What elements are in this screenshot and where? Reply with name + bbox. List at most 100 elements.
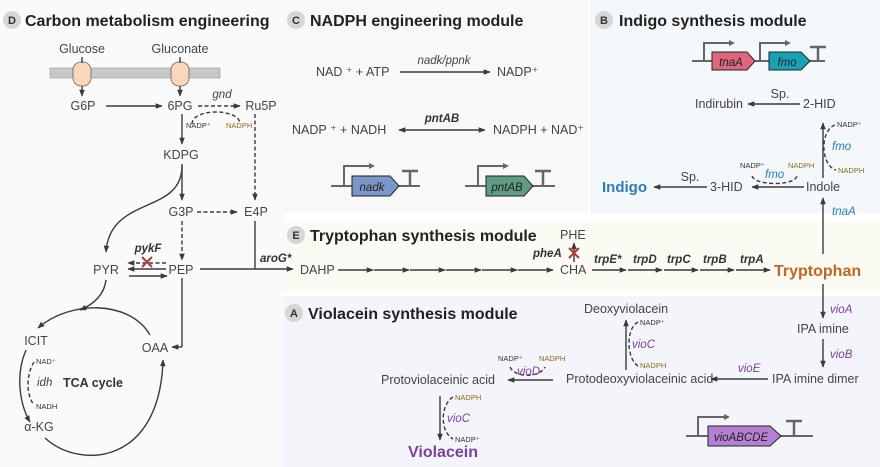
vioabcde-gene-cassette: vioABCDE xyxy=(686,414,813,447)
vioabcde-gene-label: vioABCDE xyxy=(714,432,769,444)
nad-plus-label: NAD⁺ xyxy=(36,357,56,366)
badge-b-label: B xyxy=(600,15,608,27)
fmo-nadp-plus-label-horizontal: NADP⁺ xyxy=(740,161,765,170)
fmo-nadph-label-horizontal: NADPH xyxy=(788,161,814,170)
badge-b xyxy=(595,11,613,29)
nadph-label: NADPH xyxy=(226,121,252,130)
fmo-label-horizontal: fmo xyxy=(765,169,785,181)
nadp-plus-label: NADP⁺ xyxy=(186,121,211,130)
badge-c xyxy=(287,11,305,29)
badge-a-label: A xyxy=(290,308,298,320)
protodeoxyviolaceinic-acid-label: Protodeoxyviolaceinic acid xyxy=(566,372,713,386)
oaa-label: OAA xyxy=(142,341,169,355)
reaction1-enzyme: nadk/ppnk xyxy=(417,55,471,67)
viod-nadph-label: NADPH xyxy=(539,354,565,363)
panel-d: D Carbon metabolism engineering Glucose … xyxy=(3,11,294,456)
panel-b-background xyxy=(590,0,880,213)
pntab-gene-cassette: pntAB xyxy=(465,163,555,197)
panel-a-title: Violacein synthesis module xyxy=(308,306,518,323)
3-hid-label: 3-HID xyxy=(710,180,743,194)
icit-label: ICIT xyxy=(24,334,48,348)
indole-label: Indole xyxy=(806,180,840,194)
tca-cycle-label: TCA cycle xyxy=(63,376,123,390)
indirubin-label: Indirubin xyxy=(695,97,743,111)
panel-a-background xyxy=(283,296,880,467)
cha-label: CHA xyxy=(560,263,587,277)
pykf-label: pykF xyxy=(134,243,163,255)
vioc-label-lower: vioC xyxy=(447,413,471,425)
tnaa-label: tnaA xyxy=(832,206,856,218)
protoviolaceinic-acid-label: Protoviolaceinic acid xyxy=(381,373,495,387)
gnd-label: gnd xyxy=(212,89,232,101)
nadh-label: NADH xyxy=(36,402,57,411)
pykf-knockout-icon xyxy=(141,256,153,268)
badge-e xyxy=(287,226,305,244)
badge-d-label: D xyxy=(8,15,16,27)
akg-label: α-KG xyxy=(24,420,53,434)
fmo-label-vertical: fmo xyxy=(832,141,852,153)
badge-a xyxy=(285,304,303,322)
panel-b: B Indigo synthesis module tnaA fmo Indir… xyxy=(595,11,864,254)
nadk-gene-cassette: nadk xyxy=(331,163,420,197)
glucose-transporter xyxy=(72,61,92,87)
pyr-label: PYR xyxy=(93,263,119,277)
trpe-label: trpE* xyxy=(594,254,622,266)
panel-c: C NADPH engineering module NAD ⁺ + ATP n… xyxy=(287,11,584,197)
panel-c-background xyxy=(283,0,588,213)
ru5p-label: Ru5P xyxy=(245,99,276,113)
trpc-label: trpC xyxy=(667,254,691,266)
reaction1-left: NAD ⁺ + ATP xyxy=(316,65,389,79)
viod-label: vioD xyxy=(517,366,540,378)
fmo-nadph-label-vertical: NADPH xyxy=(838,166,864,175)
panel-a: A Violacein synthesis module vioA IPA im… xyxy=(285,284,859,461)
viob-label: vioB xyxy=(830,349,853,361)
ipa-imine-label: IPA imine xyxy=(797,322,849,336)
vioc-nadp-plus-label-lower: NADP⁺ xyxy=(455,435,480,444)
badge-e-label: E xyxy=(292,230,299,242)
panel-c-title: NADPH engineering module xyxy=(310,13,523,30)
phea-label: pheA xyxy=(532,248,562,260)
reaction2-left: NADP ⁺ + NADH xyxy=(292,123,386,137)
panel-b-title: Indigo synthesis module xyxy=(619,13,807,30)
tnaa-gene-label: tnaA xyxy=(719,57,743,69)
gluconate-label: Gluconate xyxy=(152,42,209,56)
panel-e: E Tryptophan synthesis module DAHP PHE p… xyxy=(287,226,861,280)
reaction2-enzyme: pntAB xyxy=(424,113,460,125)
panel-e-background xyxy=(283,222,880,292)
g3p-label: G3P xyxy=(168,205,193,219)
viod-nadp-plus-label: NADP⁺ xyxy=(498,354,523,363)
pntab-gene-label: pntAB xyxy=(490,182,523,194)
2-hid-label: 2-HID xyxy=(803,97,836,111)
reaction1-right: NADP⁺ xyxy=(497,65,538,79)
phea-knockout-icon xyxy=(568,247,580,259)
deoxyviolacein-label: Deoxyviolacein xyxy=(584,302,668,316)
vioc-label-upper: vioC xyxy=(632,339,656,351)
g6p-label: G6P xyxy=(70,99,95,113)
violacein-product-label: Violacein xyxy=(408,444,478,461)
badge-d xyxy=(3,11,21,29)
e4p-label: E4P xyxy=(244,205,268,219)
indigo-product-label: Indigo xyxy=(602,179,647,196)
trpd-label: trpD xyxy=(633,254,657,266)
dahp-label: DAHP xyxy=(300,263,335,277)
arog-label: aroG* xyxy=(260,253,292,265)
sp-label-2: Sp. xyxy=(681,170,700,184)
panel-e-title: Tryptophan synthesis module xyxy=(310,228,537,245)
glucose-label: Glucose xyxy=(59,42,105,56)
panel-d-title: Carbon metabolism engineering xyxy=(25,13,269,30)
phe-label: PHE xyxy=(560,228,586,242)
tryptophan-product-label: Tryptophan xyxy=(774,263,861,280)
badge-c-label: C xyxy=(292,15,300,27)
reaction2-right: NADPH + NAD⁺ xyxy=(493,123,584,137)
nadk-gene-label: nadk xyxy=(360,182,386,194)
vioa-label: vioA xyxy=(830,304,853,316)
trpa-label: trpA xyxy=(740,254,764,266)
ipa-imine-dimer-label: IPA imine dimer xyxy=(772,372,859,386)
pep-label: PEP xyxy=(168,263,193,277)
idh-label: idh xyxy=(37,377,52,389)
kdpg-label: KDPG xyxy=(163,148,198,162)
membrane xyxy=(49,67,221,79)
vioe-label: vioE xyxy=(738,363,761,375)
indigo-gene-cassette: tnaA fmo xyxy=(692,40,826,71)
